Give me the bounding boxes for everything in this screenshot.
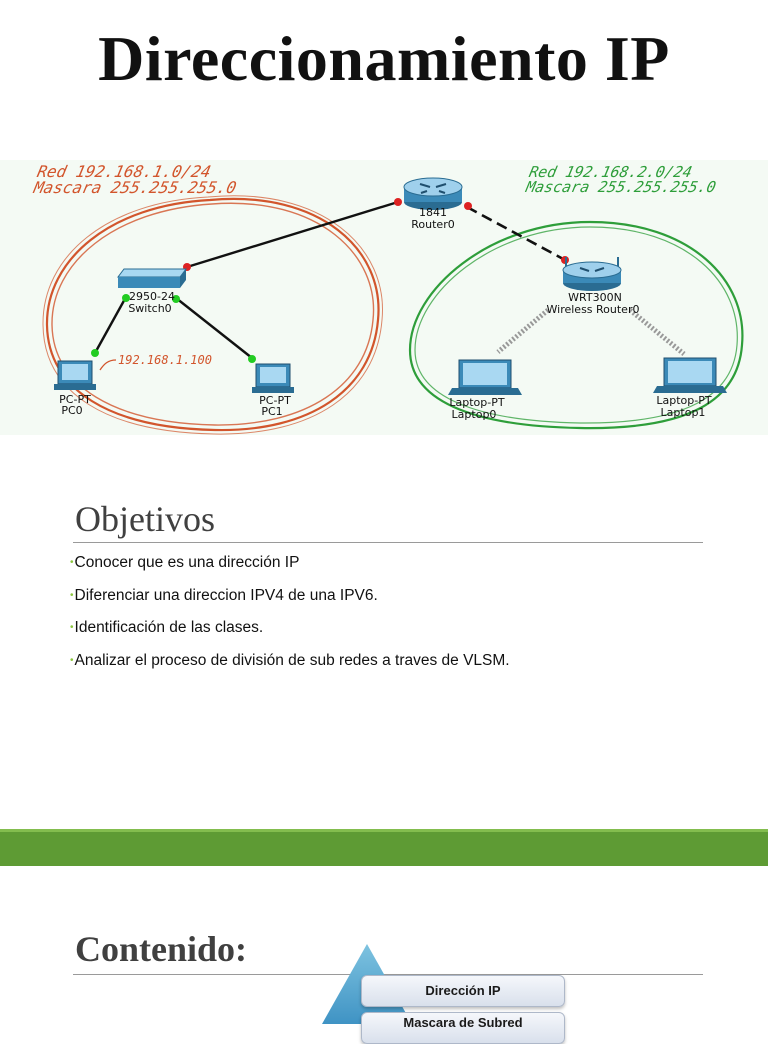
router-icon — [403, 177, 463, 210]
link-switch-router — [186, 200, 399, 269]
objetivo-text: Conocer que es una dirección IP — [74, 554, 300, 571]
router-name-label: Router0 — [411, 218, 454, 231]
pc0-ip-note: 192.168.1.100 — [118, 353, 212, 367]
laptop1-icon — [653, 357, 727, 393]
bullet-icon: • — [70, 589, 74, 601]
right-network-note: Red 192.168.2.0/24 Mascara 255.255.255.0 — [523, 163, 717, 196]
wireless-model-label: WRT300N — [568, 291, 622, 304]
laptop0-icon — [448, 359, 522, 395]
switch-port-pc1-dot — [172, 295, 180, 303]
slide-separator-band — [0, 832, 768, 866]
list-item: •Conocer que es una dirección IP — [70, 552, 510, 585]
pc0-port-dot — [91, 349, 99, 357]
link-router-wireless — [466, 205, 566, 262]
slide-separator-highlight — [0, 829, 768, 832]
router-port-left-dot — [394, 198, 402, 206]
left-note-line1: Red 192.168.1.0/24 — [36, 162, 213, 181]
list-item: •Analizar el proceso de división de sub … — [70, 650, 510, 683]
bullet-icon: • — [70, 557, 74, 568]
contenido-item-direccion-ip[interactable]: Dirección IP — [361, 975, 565, 1007]
wireless-link-laptop0 — [496, 308, 550, 354]
laptop1-name-label: Laptop1 — [661, 406, 706, 419]
pc1-model-label: PC-PT — [259, 394, 291, 407]
objetivos-divider — [73, 542, 703, 543]
contenido-heading: Contenido: — [75, 929, 248, 969]
objetivos-list: •Conocer que es una dirección IP •Difere… — [70, 552, 510, 682]
switch-name-label: Switch0 — [128, 302, 171, 315]
wireless-router-icon — [562, 257, 622, 291]
objetivo-text: Identificación de las clases. — [74, 619, 264, 637]
objetivo-text: Analizar el proceso de división de sub r… — [74, 651, 510, 669]
laptop1-model-label: Laptop-PT — [656, 394, 711, 407]
contenido-divider — [73, 974, 703, 975]
left-network-outline — [42, 195, 383, 435]
pc0-icon — [54, 360, 96, 390]
switch-port-pc0-dot — [122, 294, 130, 302]
left-network-note: Red 192.168.1.0/24 Mascara 255.255.255.0 — [31, 162, 238, 197]
right-note-line2: Mascara 255.255.255.0 — [523, 178, 717, 196]
objetivo-text: Diferenciar una direccion IPV4 de una IP… — [74, 586, 378, 604]
pc1-port-dot — [248, 355, 256, 363]
router-model-label: 1841 — [419, 206, 447, 219]
pc1-icon — [252, 363, 294, 393]
bullet-icon: • — [70, 654, 74, 666]
network-diagram: Red 192.168.1.0/24 Mascara 255.255.255.0… — [0, 160, 768, 435]
wireless-name-label: Wireless Router0 — [547, 303, 640, 316]
wireless-link-laptop1 — [628, 308, 686, 356]
pc0-ip-arrow — [99, 359, 117, 371]
right-note-line1: Red 192.168.2.0/24 — [528, 163, 694, 181]
pc0-name-label: PC0 — [61, 404, 82, 417]
contenido-item-mascara-subred[interactable]: Mascara de Subred — [361, 1012, 565, 1044]
link-switch-pc0 — [93, 296, 128, 354]
switch-icon — [117, 268, 187, 288]
objetivos-heading: Objetivos — [75, 499, 215, 539]
laptop0-name-label: Laptop0 — [452, 408, 497, 421]
router-port-right-dot — [464, 202, 472, 210]
laptop0-model-label: Laptop-PT — [449, 396, 504, 409]
left-note-line2: Mascara 255.255.255.0 — [31, 178, 238, 197]
switch-model-label: 2950-24 — [129, 290, 175, 303]
bullet-icon: • — [70, 622, 74, 634]
pc0-model-label: PC-PT — [59, 393, 91, 406]
pc1-name-label: PC1 — [261, 405, 282, 418]
page-title: Direccionamiento IP — [98, 23, 670, 94]
list-item: •Diferenciar una direccion IPV4 de una I… — [70, 585, 510, 618]
link-switch-pc1 — [175, 297, 253, 359]
list-item: •Identificación de las clases. — [70, 617, 510, 650]
right-network-outline — [408, 220, 744, 430]
